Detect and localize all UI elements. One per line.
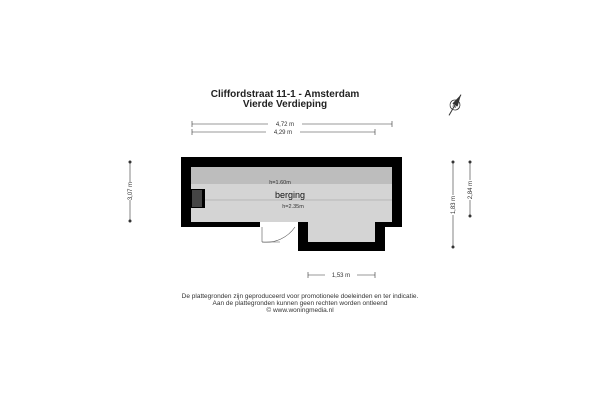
dimension-top-inner-label: 4,29 m [274,130,292,136]
low-height-label: h=1.60m [269,180,291,186]
dimension-right-outer [468,160,472,218]
disclaimer-line-2: Aan de plattegronden kunnen geen rechten… [212,300,388,307]
low-ceiling-zone [191,167,392,184]
compass-icon: N [448,94,462,116]
door[interactable] [261,226,296,243]
dimension-left [128,160,132,223]
dimension-right-inner [451,160,455,249]
dimension-right-inner-label: 1,83 m [451,196,457,214]
dimension-top-inner [191,129,376,135]
compass-label: N [451,103,458,110]
room-label: berging [275,190,305,200]
room-floor [191,167,392,242]
floor-subtitle: Vierde Verdieping [242,99,328,110]
dimension-left-label: 3,07 m [128,182,134,200]
door-opening [260,222,298,228]
dimension-bottom [307,272,376,278]
plan-title: Cliffordstraat 11-1 - Amsterdam [210,89,360,100]
chimney-fill [192,190,202,207]
high-height-label: h=2.35m [282,204,304,210]
dimension-bottom-label: 1,53 m [332,273,350,279]
disclaimer-line-1: De plattegronden zijn geproduceerd voor … [181,293,419,300]
dimension-top-outer-label: 4,72 m [276,122,294,128]
dimension-top-outer [191,121,393,127]
copyright: © www.woningmedia.nl [266,307,334,314]
dimension-right-outer-label: 2,84 m [468,181,474,199]
